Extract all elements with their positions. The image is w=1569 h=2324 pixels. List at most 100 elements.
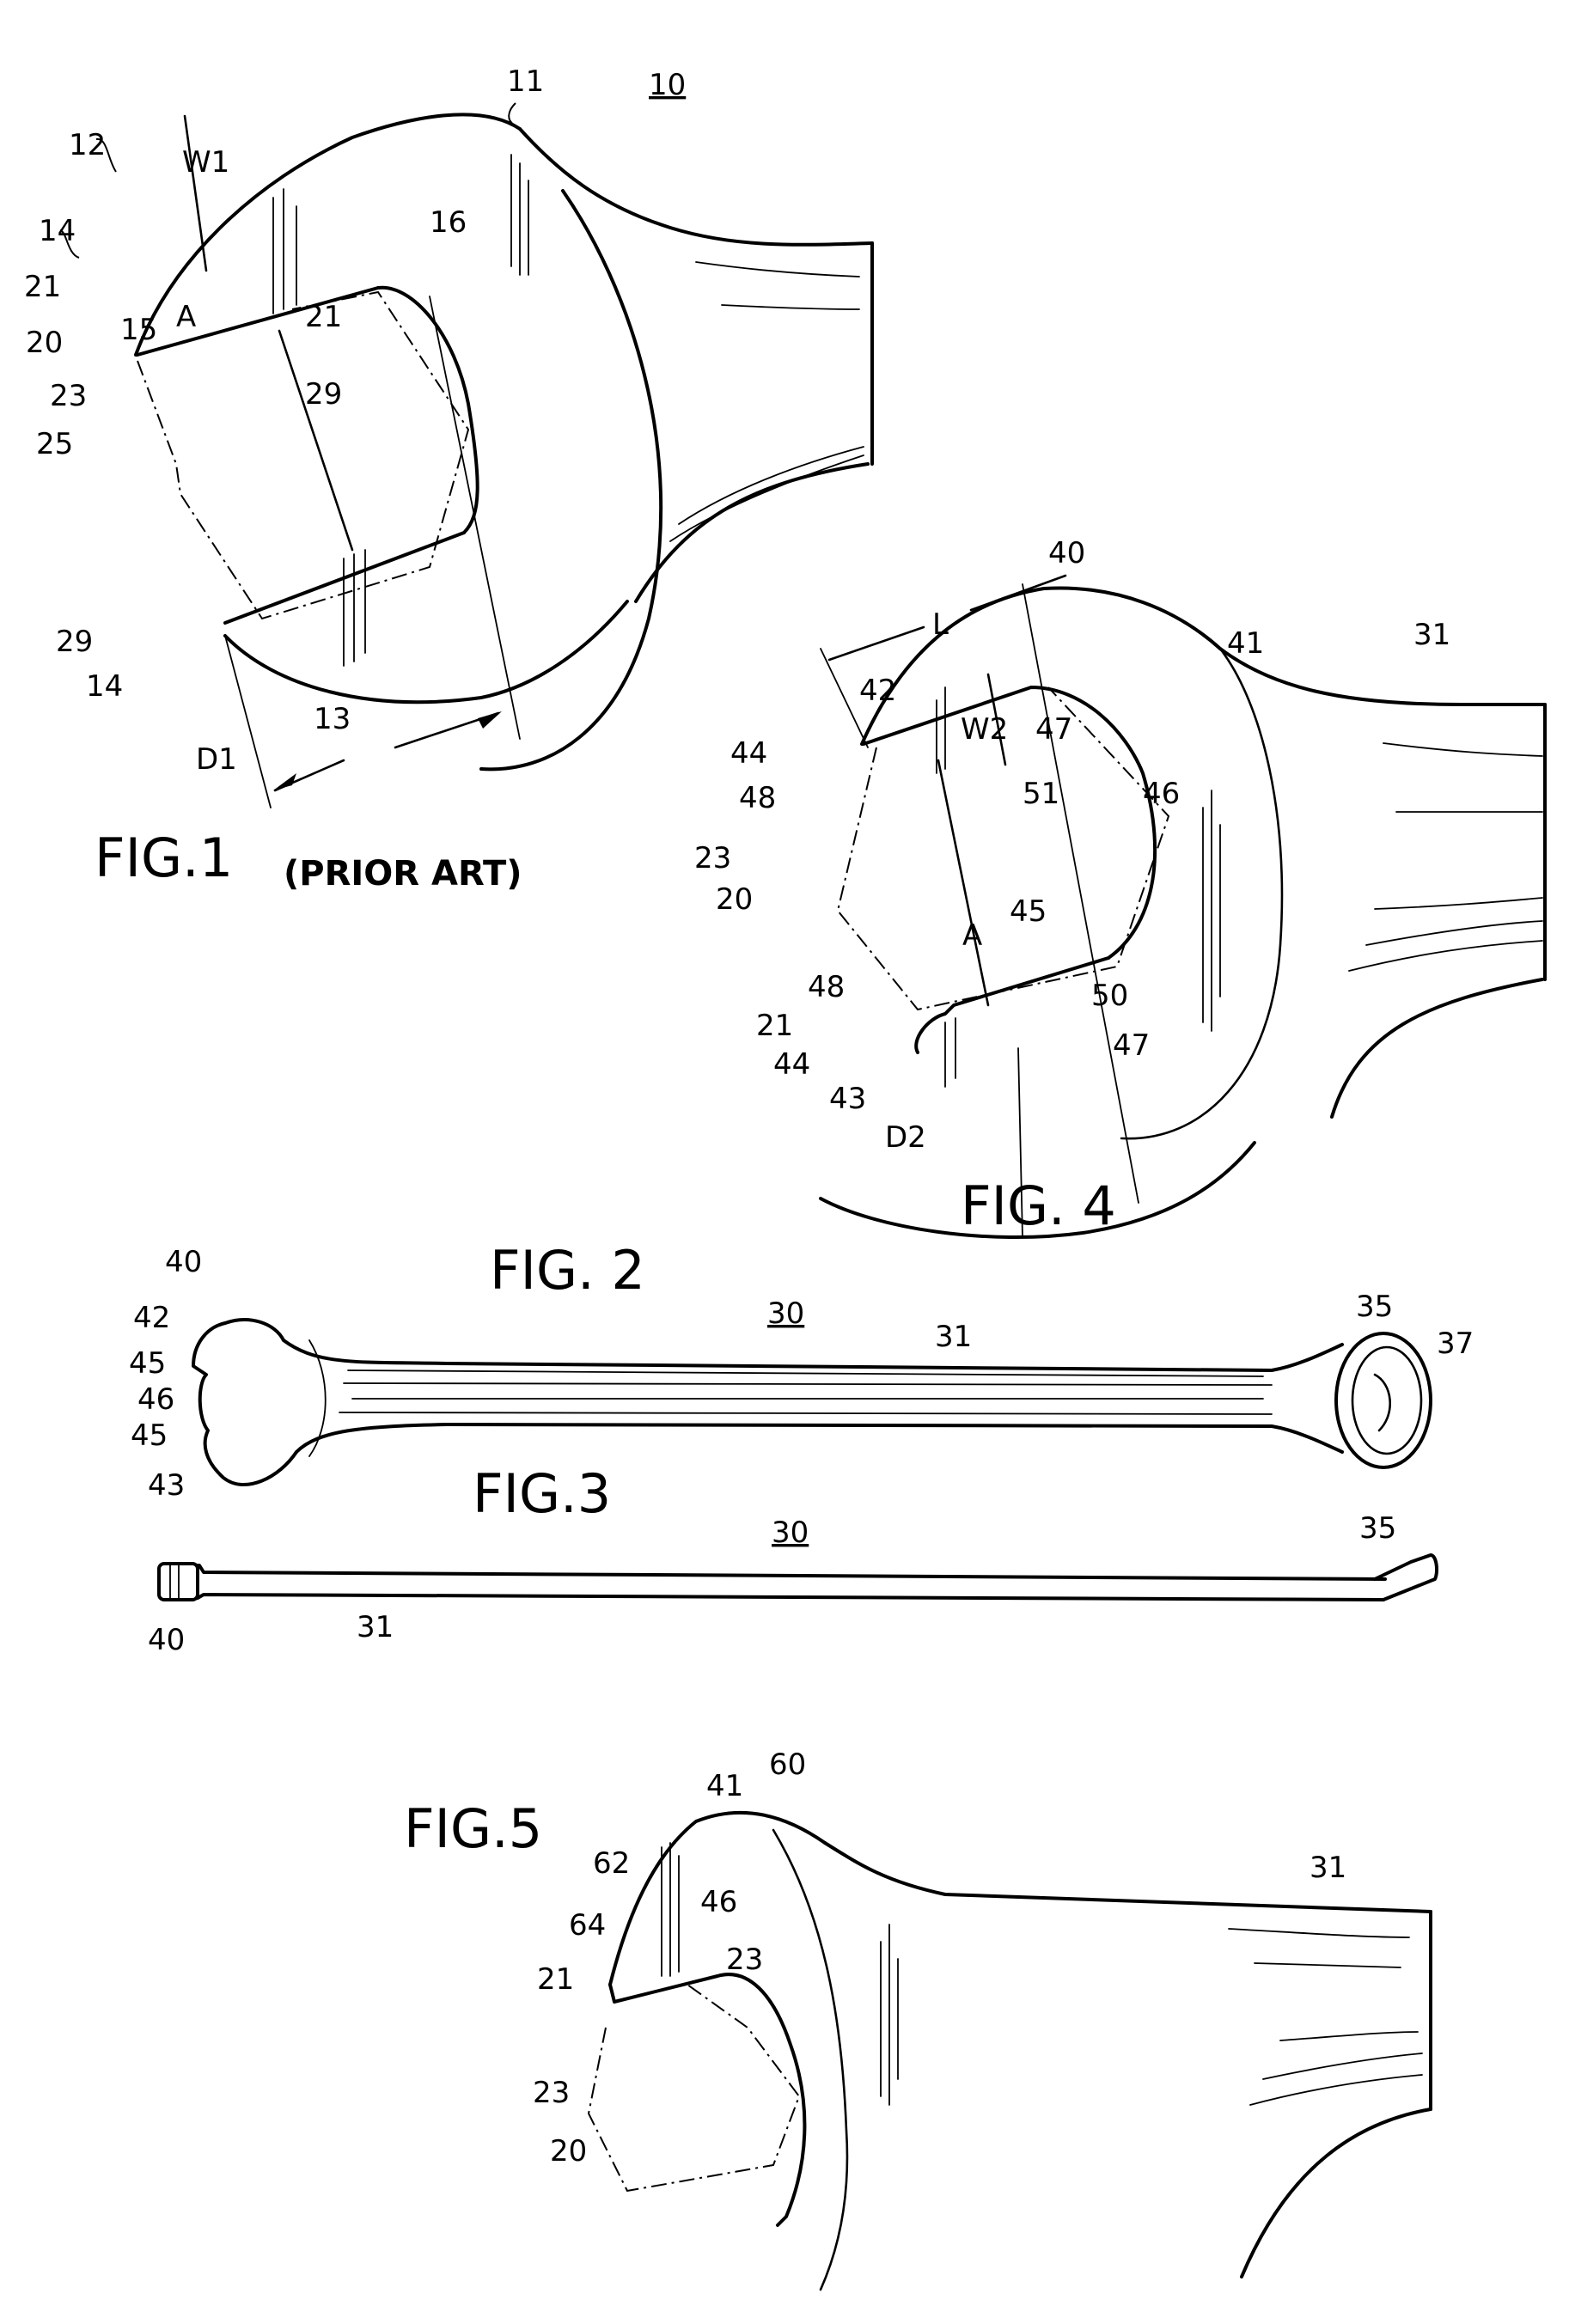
fig2-shank-shade bbox=[339, 1412, 1273, 1415]
fig4-title: FIG. 4 bbox=[961, 1174, 1116, 1237]
fig2-box-end-outer bbox=[1334, 1332, 1432, 1469]
fig5-handle-shade bbox=[1249, 2074, 1423, 2106]
fig1-dim-a: A bbox=[176, 300, 196, 334]
fig3-title: FIG.3 bbox=[473, 1462, 611, 1525]
fig1-upper-jaw-face bbox=[136, 286, 380, 357]
fig4-ref-20: 20 bbox=[716, 882, 753, 917]
fig1-ref-21: 21 bbox=[24, 270, 61, 304]
fig1-handle-shade-3 bbox=[678, 446, 864, 525]
fig1-lower-jaw-face bbox=[223, 531, 466, 625]
fig5-handle-shade bbox=[1228, 1928, 1410, 1938]
fig2-ref-31: 31 bbox=[935, 1320, 972, 1354]
fig4-head-outline bbox=[860, 586, 1222, 746]
fig1-leader-11 bbox=[508, 102, 516, 125]
fig4-dim-a: A bbox=[962, 918, 982, 953]
fig1-head-upper-edge bbox=[518, 127, 874, 247]
fig3-ref-31: 31 bbox=[357, 1610, 394, 1644]
fig5-jaw-face bbox=[608, 1973, 807, 2227]
fig4-ref-45: 45 bbox=[1010, 894, 1047, 929]
fig5-handle-shade bbox=[1262, 2053, 1423, 2080]
fig5-ref-21: 21 bbox=[537, 1962, 574, 1997]
fig4-ref-41: 41 bbox=[1227, 626, 1264, 661]
fig4-ref-23: 23 bbox=[694, 841, 731, 875]
fig1-d1-ext-left bbox=[224, 635, 272, 808]
fig4-d2-ext-left bbox=[1017, 1047, 1023, 1238]
fig1-nut-phantom bbox=[137, 290, 470, 620]
fig5-title: FIG.5 bbox=[404, 1797, 542, 1860]
fig1-head-right-edge bbox=[479, 189, 663, 772]
fig1-handle-shade-2 bbox=[721, 304, 860, 310]
fig2-ref-43: 43 bbox=[148, 1468, 185, 1503]
fig1-ref-16: 16 bbox=[430, 205, 467, 240]
fig1-ref-13: 13 bbox=[314, 702, 351, 736]
fig3-assembly-ref: 30 bbox=[772, 1516, 809, 1550]
fig1-dim-d1: D1 bbox=[196, 742, 237, 777]
fig1-d1-ext-right bbox=[429, 296, 521, 740]
fig2-shank-shade bbox=[347, 1369, 1264, 1377]
fig4-ref-42: 42 bbox=[859, 674, 896, 708]
fig1-ref-14b: 14 bbox=[86, 669, 123, 704]
fig2-open-end-face bbox=[308, 1339, 327, 1457]
fig1-ref-12: 12 bbox=[69, 128, 106, 162]
fig1-throat bbox=[376, 285, 479, 534]
fig2-ref-45b: 45 bbox=[131, 1418, 168, 1453]
fig1-handle-shade-4 bbox=[669, 454, 864, 542]
fig4-ref-44b: 44 bbox=[773, 1047, 810, 1082]
fig2-ref-37: 37 bbox=[1437, 1327, 1474, 1361]
fig4-ref-48b: 48 bbox=[808, 970, 845, 1004]
fig4-l-ext-right bbox=[1022, 583, 1139, 1204]
fig2-open-end-outline bbox=[192, 1321, 298, 1487]
fig1-drawing bbox=[59, 102, 874, 808]
fig3-ref-40: 40 bbox=[148, 1623, 185, 1657]
fig3-box-end bbox=[1373, 1553, 1439, 1601]
fig1-arrowhead bbox=[478, 711, 502, 729]
fig4-ref-48: 48 bbox=[739, 781, 776, 815]
fig1-ref-29: 29 bbox=[305, 377, 342, 412]
fig1-ref-14: 14 bbox=[39, 214, 76, 248]
fig2-open-end-top bbox=[223, 1318, 285, 1342]
fig4-dim-l: L bbox=[932, 607, 949, 642]
fig4-ref-47b: 47 bbox=[1113, 1028, 1150, 1063]
fig2-assembly-ref: 30 bbox=[767, 1296, 804, 1331]
fig4-ref-40: 40 bbox=[1048, 536, 1085, 570]
fig3-shank-top bbox=[196, 1564, 1387, 1581]
fig4-ref-43: 43 bbox=[829, 1082, 866, 1116]
fig4-a-dim bbox=[937, 759, 990, 1007]
fig1-dim-w1: W1 bbox=[182, 145, 229, 180]
fig5-handle-upper-edge bbox=[823, 1841, 1432, 1913]
fig3-drawing bbox=[157, 1553, 1439, 1601]
fig5-head-right-edge bbox=[772, 1828, 849, 2291]
fig4-dim-w2: W2 bbox=[961, 712, 1008, 747]
fig1-handle-shade-1 bbox=[695, 261, 860, 278]
fig4-handle-upper-edge bbox=[1218, 647, 1547, 706]
fig1-ref-20: 20 bbox=[26, 326, 63, 360]
fig4-ref-51: 51 bbox=[1023, 777, 1059, 811]
fig1-ref-15: 15 bbox=[120, 313, 157, 347]
fig3-shank-bottom bbox=[196, 1593, 1385, 1601]
fig3-ref-35: 35 bbox=[1359, 1511, 1396, 1546]
fig2-title: FIG. 2 bbox=[490, 1239, 645, 1302]
fig4-ref-50: 50 bbox=[1091, 979, 1128, 1013]
fig1-assembly-ref: 10 bbox=[649, 68, 686, 102]
fig5-ref-23: 23 bbox=[726, 1943, 763, 1977]
fig4-drawing bbox=[819, 574, 1547, 1240]
fig4-handle-shade bbox=[1383, 742, 1543, 757]
fig5-head-outline bbox=[608, 1810, 827, 1986]
fig4-l-dim-left bbox=[827, 625, 925, 662]
fig4-handle-shade bbox=[1348, 940, 1543, 972]
fig5-ref-31: 31 bbox=[1310, 1851, 1346, 1885]
fig1-a-dim bbox=[278, 329, 354, 552]
fig5-handle-shade bbox=[1254, 1962, 1401, 1968]
fig4-handle-shade bbox=[1374, 897, 1543, 910]
fig4-nut-phantom bbox=[836, 686, 1170, 1011]
fig4-head-right-edge bbox=[1120, 647, 1284, 1140]
fig5-ref-23b: 23 bbox=[533, 2076, 570, 2110]
fig1-ref-11: 11 bbox=[507, 64, 544, 99]
fig5-handle-shade bbox=[1279, 2031, 1419, 2041]
fig1-arrowhead bbox=[273, 773, 296, 790]
fig1-w1-dim bbox=[183, 114, 208, 272]
fig2-box-opening bbox=[1373, 1373, 1391, 1432]
fig2-box-end-inner bbox=[1351, 1345, 1423, 1455]
fig3-open-end bbox=[157, 1562, 199, 1601]
